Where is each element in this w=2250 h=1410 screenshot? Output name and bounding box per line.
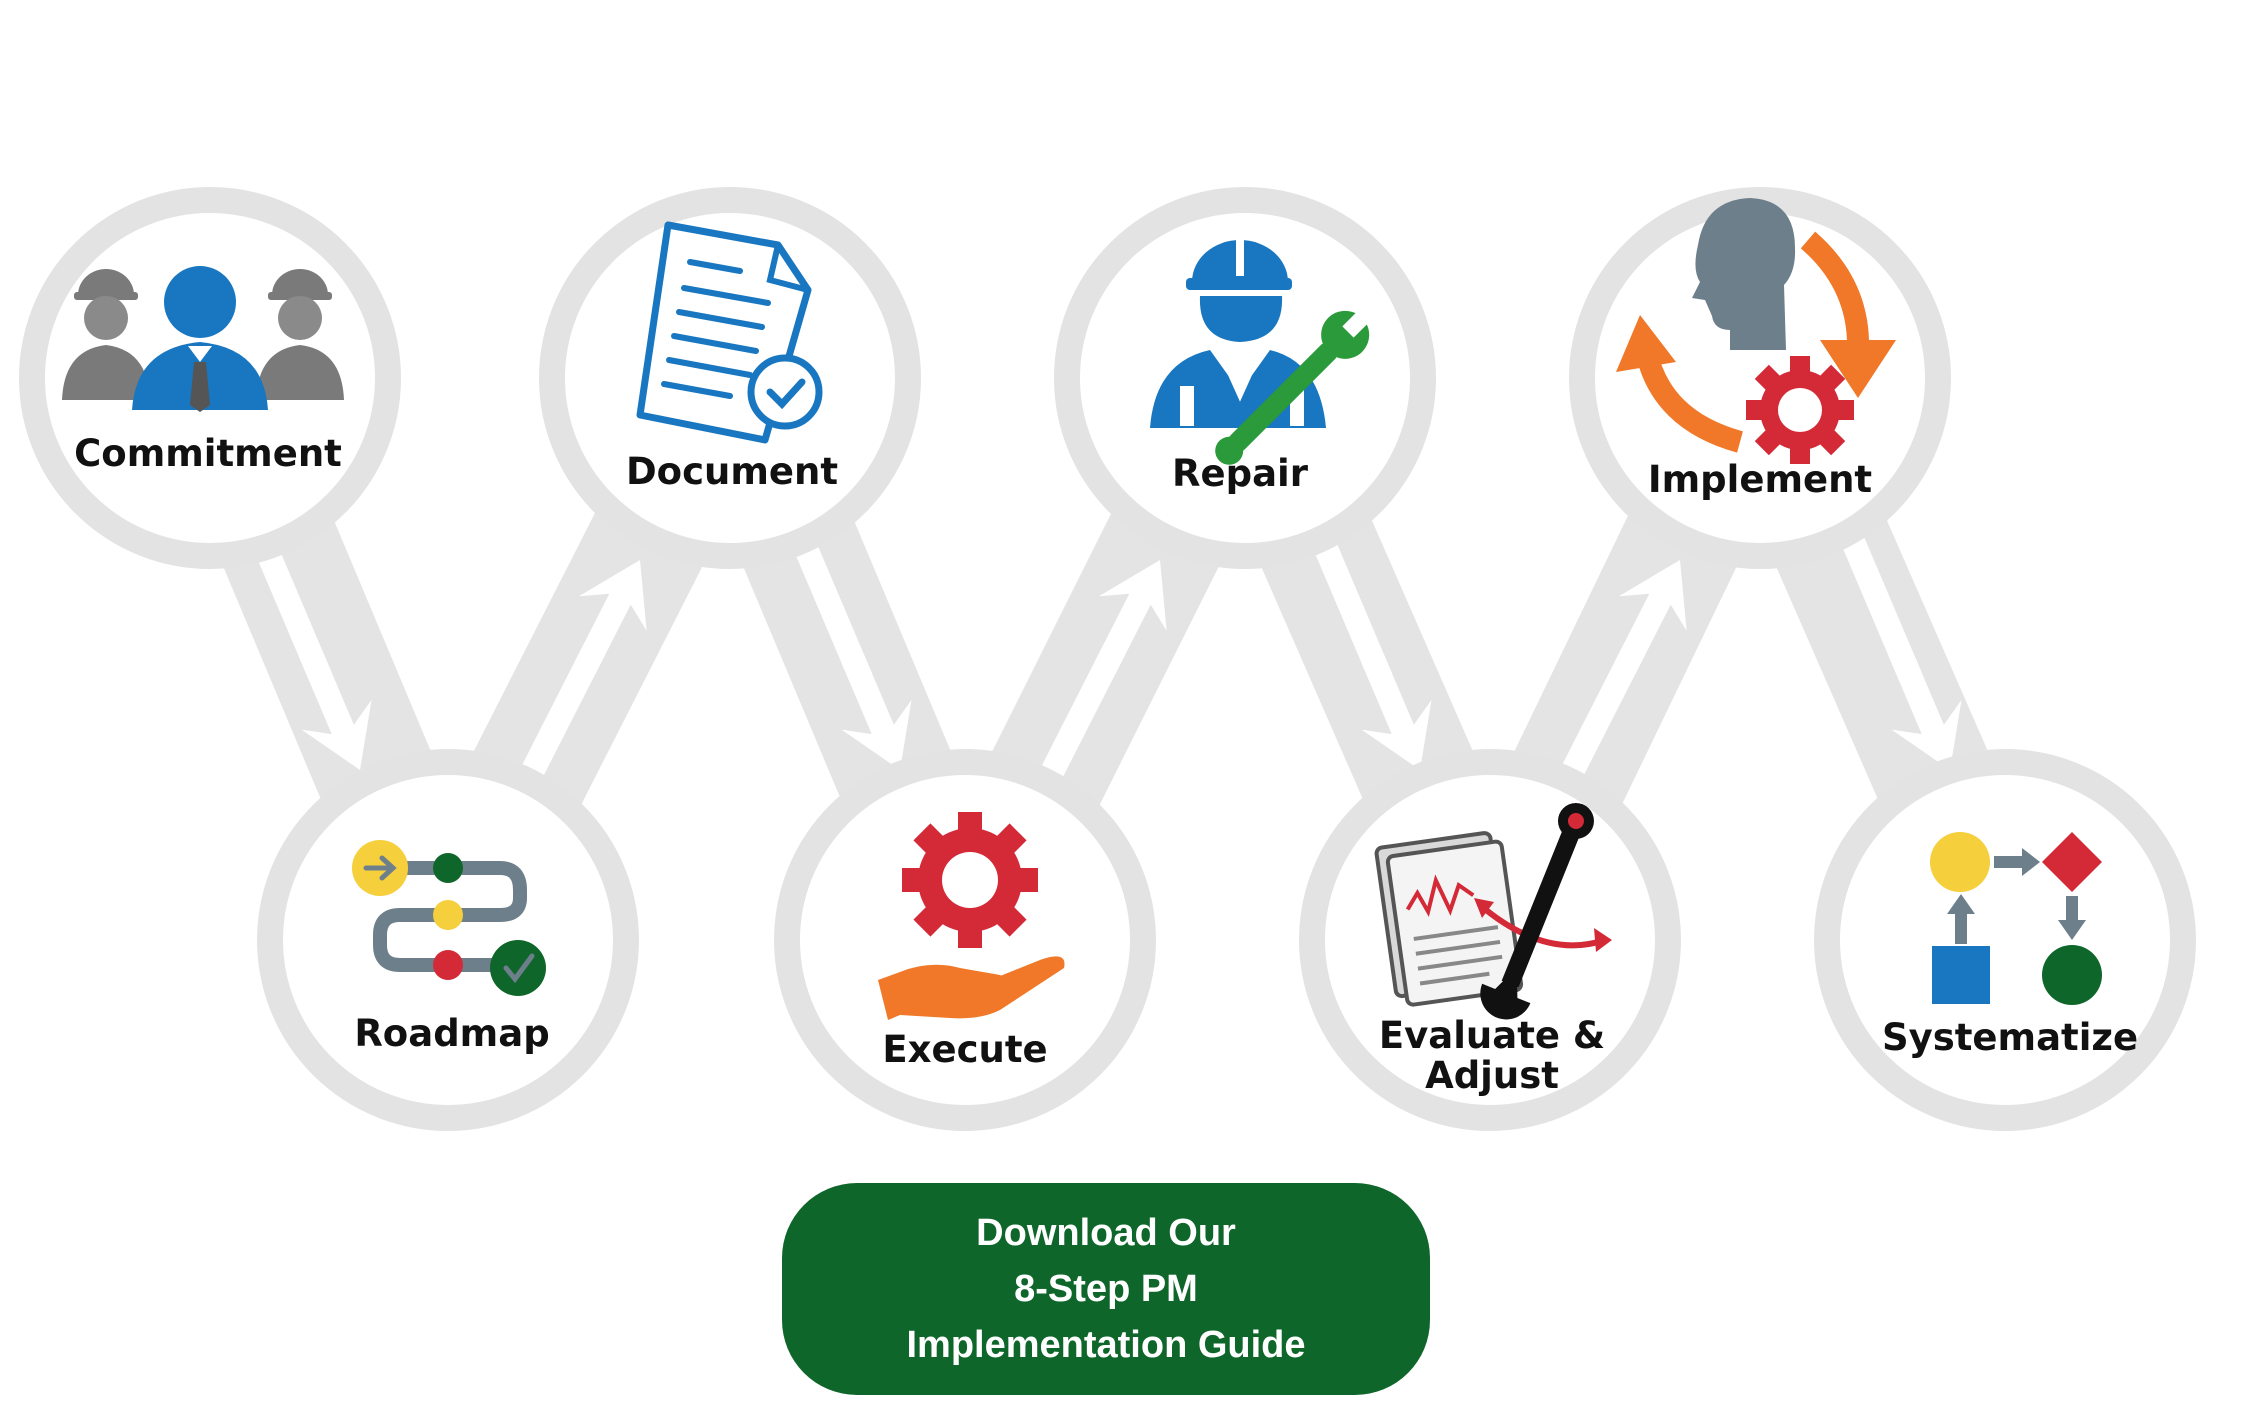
roadmap-path-icon: [352, 840, 546, 996]
step-label-adjust: Adjust: [1425, 1054, 1559, 1097]
report-wrench-icon: [1374, 802, 1612, 1020]
step-label-repair: Repair: [1172, 452, 1309, 495]
step-label-execute: Execute: [882, 1028, 1047, 1071]
step-label-roadmap: Roadmap: [354, 1012, 549, 1055]
download-guide-button[interactable]: Download Our 8-Step PM Implementation Gu…: [782, 1183, 1430, 1395]
cta-line-1: Download Our: [976, 1212, 1236, 1254]
worker-wrench-icon: [1150, 240, 1371, 465]
step-label-document: Document: [626, 450, 838, 493]
gear-hand-icon: [878, 812, 1065, 1020]
cta-line-2: 8-Step PM: [1014, 1268, 1198, 1310]
step-label-implement: Implement: [1648, 458, 1872, 501]
circle-systematize: [1814, 749, 2196, 1131]
step-label-commitment: Commitment: [74, 432, 342, 475]
flowchart-icon: [1930, 832, 2102, 1005]
document-check-icon: [636, 221, 823, 444]
cta-line-3: Implementation Guide: [906, 1324, 1306, 1366]
team-leader-icon: [62, 266, 344, 412]
step-label-evaluate: Evaluate &: [1379, 1014, 1605, 1057]
step-label-systematize: Systematize: [1882, 1016, 2138, 1059]
head-gear-cycle-icon: [1616, 198, 1896, 464]
circle-roadmap: [257, 749, 639, 1131]
